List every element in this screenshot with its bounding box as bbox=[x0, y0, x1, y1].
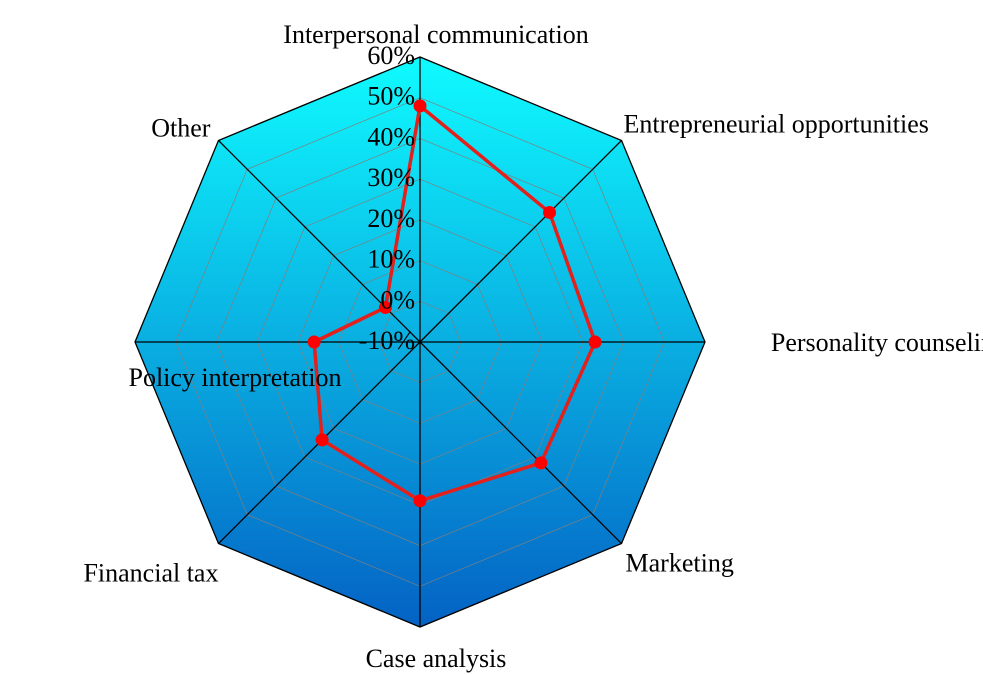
rtick-label: 60% bbox=[367, 41, 415, 70]
rtick-label: 10% bbox=[367, 245, 415, 274]
category-label-marketing: Marketing bbox=[626, 549, 734, 578]
outer-frame bbox=[134, 56, 706, 628]
data-point-other bbox=[378, 300, 392, 314]
axis-spoke-entrepreneurial-opportunities bbox=[419, 140, 622, 343]
data-point-interpersonal-communication bbox=[413, 99, 427, 113]
category-labels: Interpersonal communicationEntrepreneuri… bbox=[83, 20, 983, 673]
rtick-label: 40% bbox=[367, 122, 415, 151]
category-label-interpersonal-communication: Interpersonal communication bbox=[283, 20, 588, 49]
category-label-other: Other bbox=[151, 113, 211, 142]
series-layer bbox=[307, 99, 602, 508]
category-label-personality-counseling: Personality counseling bbox=[771, 328, 983, 357]
data-point-financial-tax bbox=[315, 433, 329, 447]
rtick-label: 20% bbox=[367, 204, 415, 233]
axis-spoke-marketing bbox=[419, 341, 622, 544]
axis-spokes bbox=[134, 56, 706, 628]
category-label-policy-interpretation: Policy interpretation bbox=[128, 363, 341, 392]
data-point-personality-counseling bbox=[588, 335, 602, 349]
rtick-label: 0% bbox=[380, 285, 415, 314]
category-label-financial-tax: Financial tax bbox=[83, 559, 218, 588]
rtick-label: 50% bbox=[367, 82, 415, 111]
data-point-marketing bbox=[534, 456, 548, 470]
data-point-policy-interpretation bbox=[307, 335, 321, 349]
rtick-label: -10% bbox=[359, 326, 415, 355]
data-point-entrepreneurial-opportunities bbox=[543, 205, 557, 219]
data-point-case-analysis bbox=[413, 494, 427, 508]
rtick-label: 30% bbox=[367, 163, 415, 192]
category-label-entrepreneurial-opportunities: Entrepreneurial opportunities bbox=[624, 109, 929, 138]
category-label-case-analysis: Case analysis bbox=[366, 644, 507, 673]
radial-tick-labels: -10% 0% 10% 20% 30% 40% 50% 60% bbox=[359, 41, 415, 355]
